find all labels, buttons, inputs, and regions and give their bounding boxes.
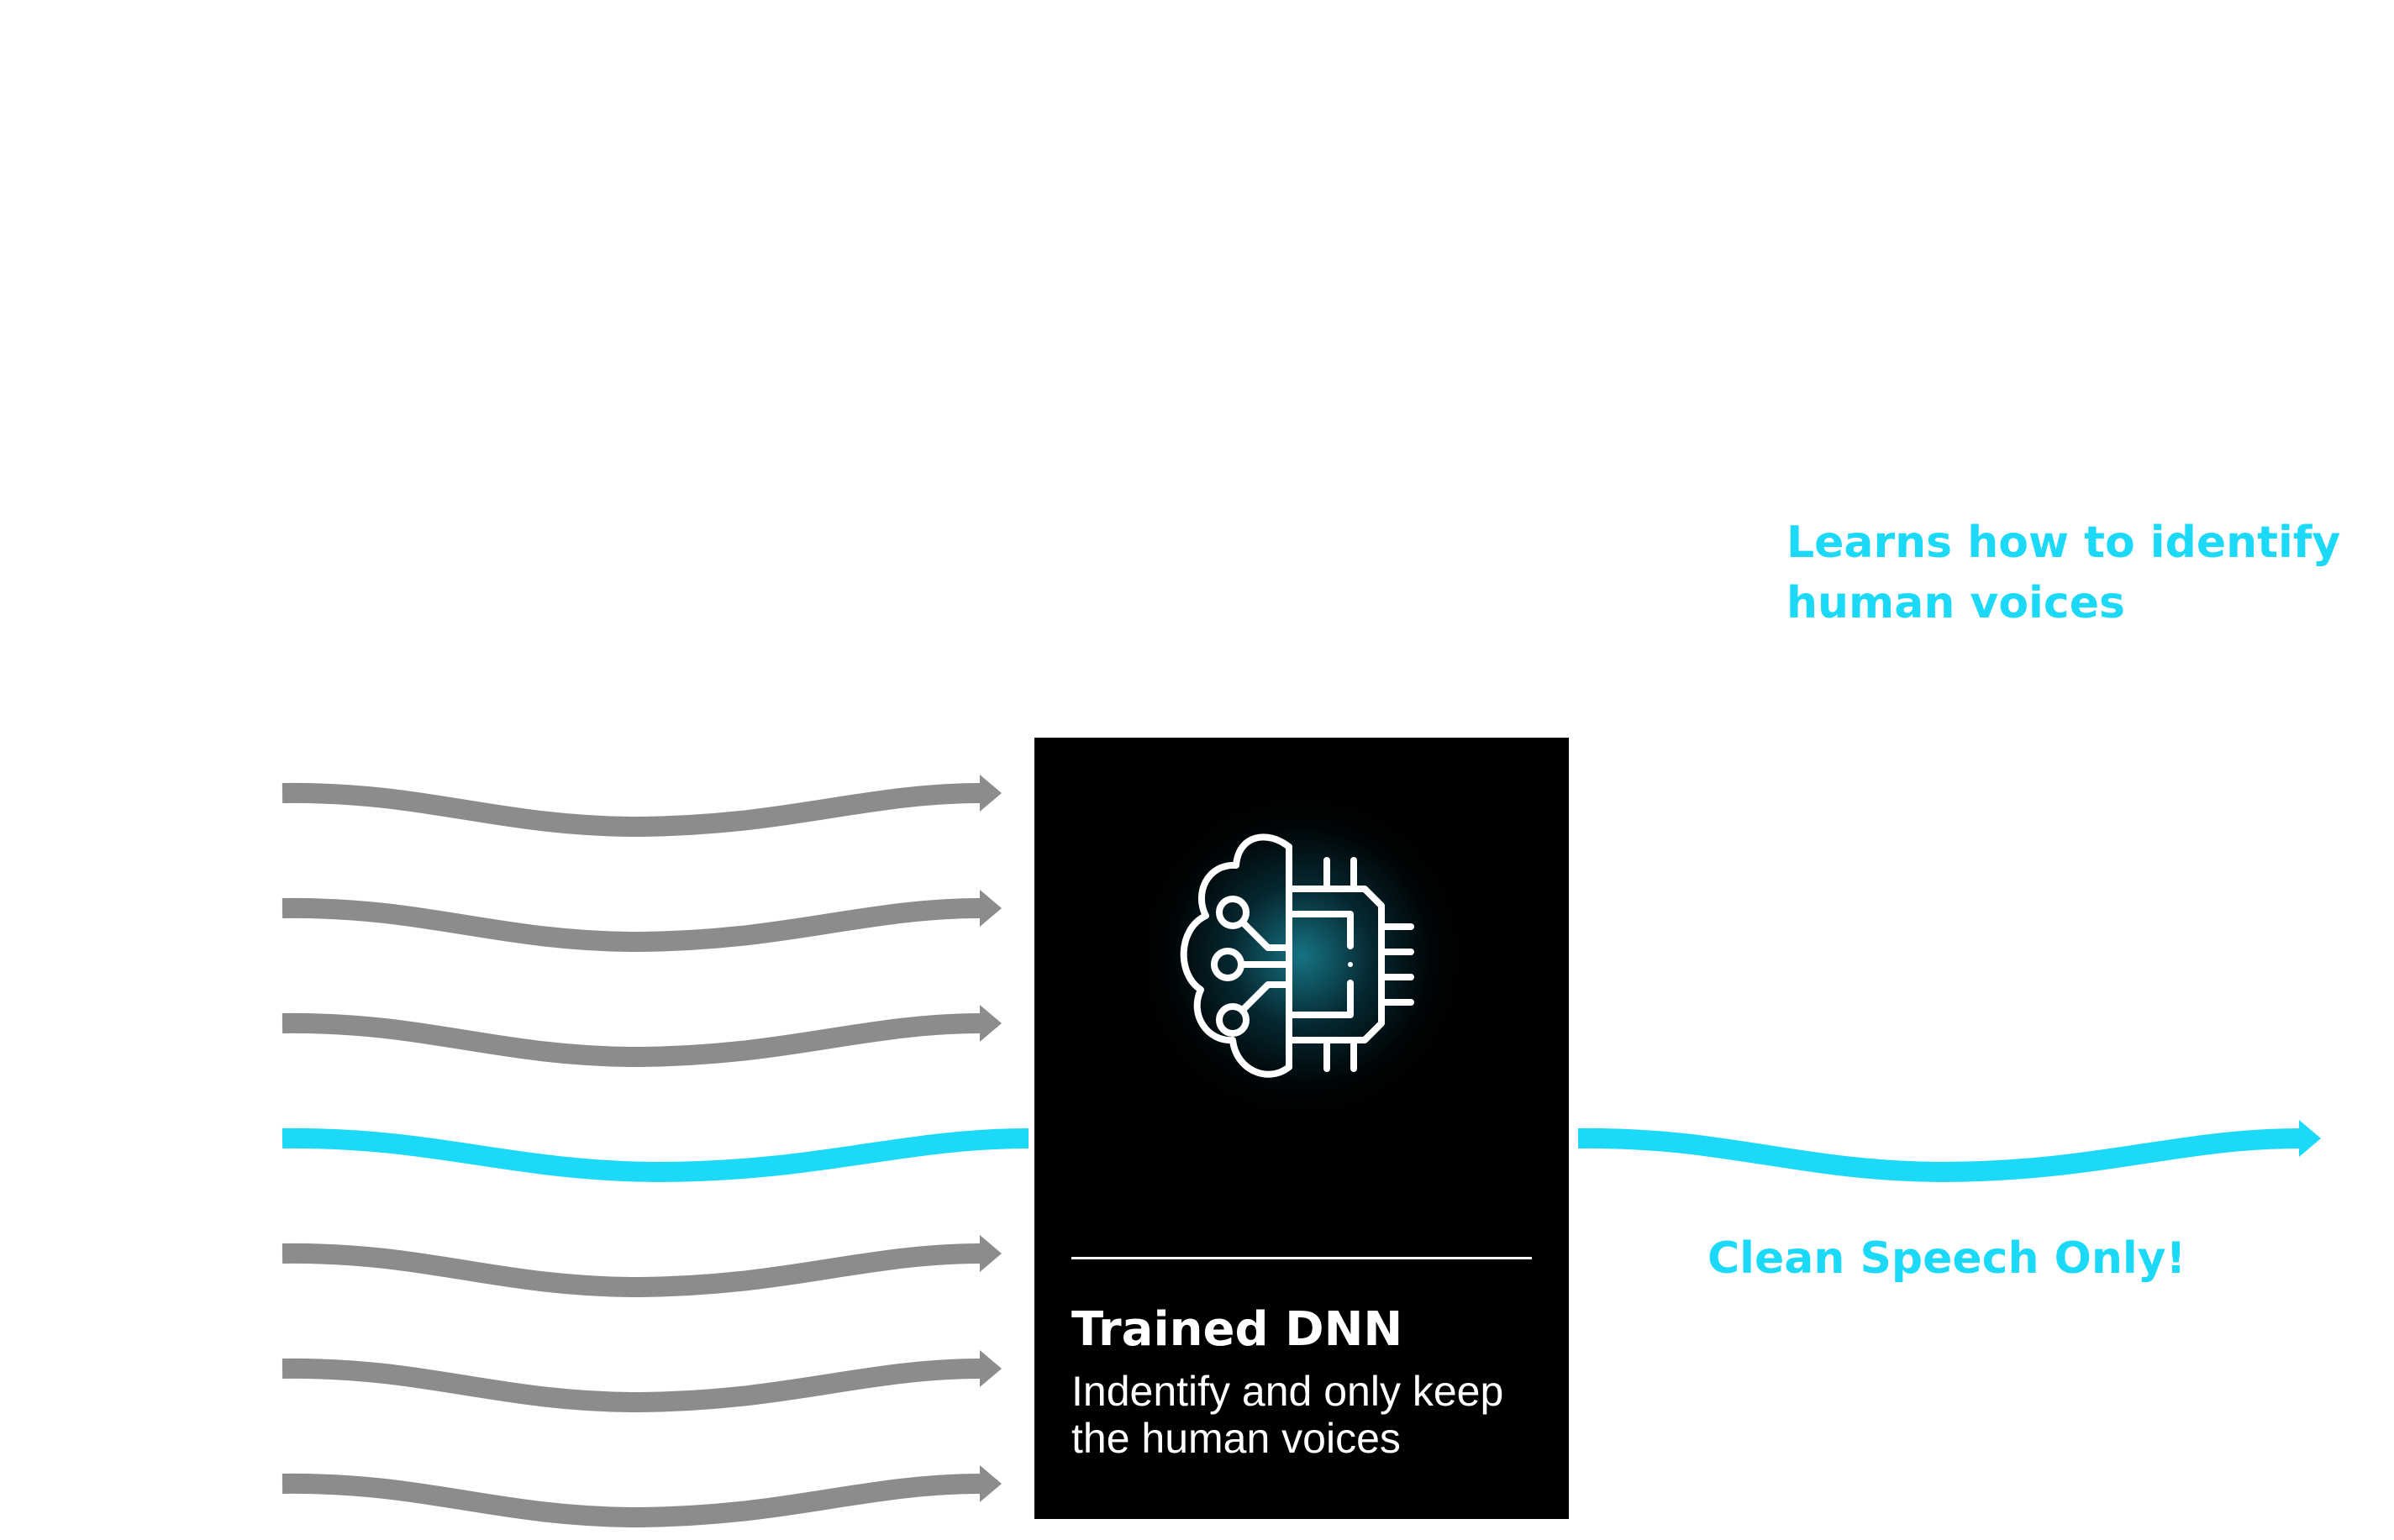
dnn-description-line1: Indentify and only keep: [1071, 1368, 1504, 1415]
dnn-description: Indentify and only keep the human voices: [1071, 1368, 1542, 1462]
noise-wave-5-line: [281, 1358, 982, 1413]
learns-annotation-line2: human voices: [1786, 578, 2125, 628]
clean-output: [1577, 1120, 2321, 1183]
dnn-title: Trained DNN: [1071, 1302, 1403, 1357]
noise-wave-1-arrowhead: [980, 775, 1002, 812]
noise-wave-6-line: [281, 1473, 982, 1528]
output-wave-arrowhead: [2299, 1120, 2321, 1157]
noise-wave-4: [281, 1243, 982, 1298]
dnn-description-line2: the human voices: [1071, 1415, 1401, 1462]
noise-wave-4-arrowhead: [980, 1235, 1002, 1272]
noise-wave-2-line: [281, 897, 982, 953]
output-wave: [1577, 1127, 2302, 1183]
noise-wave-1-line: [281, 782, 982, 838]
noise-wave-3-arrowhead: [980, 1005, 1002, 1042]
noise-wave-5: [281, 1358, 982, 1413]
noise-wave-2-arrowhead: [980, 890, 1002, 927]
dnn-panel: Trained DNN Indentify and only keep the …: [1034, 738, 1569, 1519]
speech-wave: [281, 1127, 1029, 1183]
icon-glow: [1134, 788, 1470, 1124]
noise-wave-2: [281, 897, 982, 953]
noise-inputs: [281, 775, 1002, 1528]
clean-speech-label: Clean Speech Only!: [1707, 1233, 2186, 1284]
speech-input: [281, 1127, 1029, 1183]
output-wave-line: [1577, 1127, 2302, 1183]
noise-wave-1: [281, 782, 982, 838]
noise-wave-6-arrowhead: [980, 1465, 1002, 1502]
learns-annotation-line1: Learns how to identify: [1786, 518, 2341, 568]
noise-wave-3: [281, 1012, 982, 1068]
noise-wave-4-line: [281, 1243, 982, 1298]
speech-wave-line: [281, 1127, 1029, 1183]
panel-divider: [1071, 1257, 1532, 1259]
noise-wave-6: [281, 1473, 982, 1528]
noise-wave-5-arrowhead: [980, 1350, 1002, 1387]
brain-chip-icon: [1180, 833, 1414, 1078]
noise-wave-3-line: [281, 1012, 982, 1068]
learns-annotation: Learns how to identify human voices: [1786, 512, 2340, 633]
